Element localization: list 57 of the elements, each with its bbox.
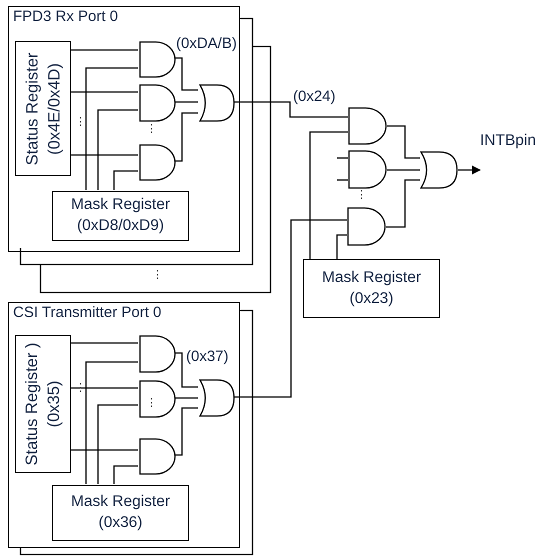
wire	[336, 234, 347, 259]
wire	[97, 404, 138, 484]
register-address: (0x35)	[44, 380, 64, 428]
register-address-label: (0x37)	[186, 348, 229, 365]
arrow	[458, 166, 481, 174]
wire	[175, 352, 198, 388]
wire	[175, 57, 198, 91]
register-address: (0x23)	[350, 288, 394, 308]
wire	[113, 465, 138, 484]
frame-title: FPD3 Rx Port 0	[13, 8, 118, 25]
wire	[234, 101, 348, 118]
wire	[70, 49, 138, 51]
wire	[175, 101, 198, 103]
register-box	[52, 485, 189, 541]
wire	[70, 449, 138, 451]
wire	[175, 407, 198, 456]
wire	[70, 154, 138, 156]
register-address: (0x4E/0x4D)	[44, 62, 64, 154]
ellipsis-mark: ⋮	[146, 398, 157, 409]
wire	[337, 157, 348, 159]
wire	[309, 131, 348, 259]
register-address-label: (0xDA/B)	[176, 35, 237, 52]
register-name: Mask Register	[322, 268, 422, 288]
wire	[387, 125, 420, 159]
register-name: Status Register )	[22, 342, 42, 466]
register-name: Status Register	[22, 52, 42, 165]
ellipsis-mark: ⋮	[152, 270, 163, 281]
ellipsis-mark: ⋮	[75, 117, 86, 128]
wire	[85, 67, 138, 190]
wire	[337, 179, 348, 181]
wire	[386, 179, 420, 228]
register-box	[303, 259, 440, 318]
wire	[175, 397, 198, 399]
register-address: (0x36)	[98, 513, 142, 533]
wire	[97, 109, 138, 190]
wire	[113, 170, 138, 190]
port-frame	[8, 302, 240, 548]
wire	[175, 112, 198, 162]
register-name: Mask Register	[70, 492, 170, 512]
pin-label: INTBpin	[480, 132, 536, 149]
wire	[70, 387, 138, 389]
wire	[387, 169, 420, 171]
edge-label: (0x24)	[293, 89, 336, 106]
wire	[70, 342, 138, 344]
ellipsis-mark: ⋮	[146, 124, 157, 135]
wire	[85, 361, 138, 484]
ellipsis-mark: ⋮	[75, 383, 86, 394]
register-box	[15, 335, 71, 473]
frame-title: CSI Transmitter Port 0	[13, 304, 162, 321]
wire	[234, 219, 347, 398]
register-box	[15, 41, 71, 176]
port-frame	[8, 6, 240, 252]
ellipsis-mark: ⋮	[356, 190, 367, 201]
register-box	[52, 191, 189, 241]
register-address: (0xD8/0xD9)	[77, 216, 164, 236]
wire	[70, 91, 138, 93]
register-name: Mask Register	[70, 195, 170, 216]
